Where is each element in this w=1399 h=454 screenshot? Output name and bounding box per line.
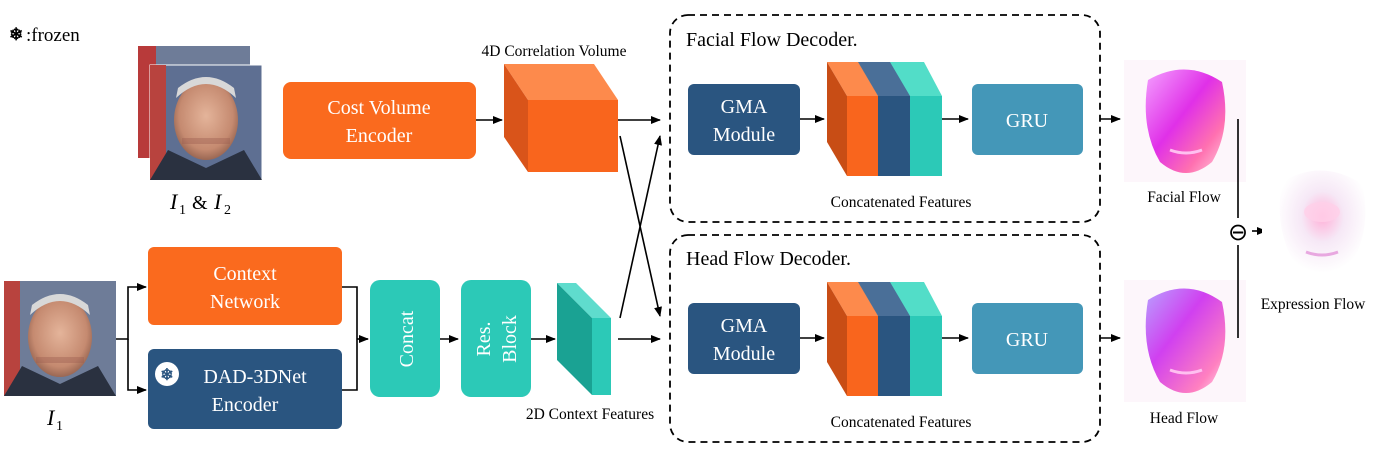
svg-text:Res.: Res. [473, 322, 495, 357]
svg-text:DAD-3DNet: DAD-3DNet [203, 366, 307, 388]
svg-text:Module: Module [713, 343, 775, 365]
gma-module: GMA Module [688, 84, 800, 155]
facial-flow-label: Facial Flow [1147, 189, 1221, 206]
svg-text:Encoder: Encoder [212, 394, 279, 416]
svg-text:GRU: GRU [1006, 110, 1049, 132]
facial-flow-image [1124, 60, 1246, 182]
svg-text:1: 1 [179, 203, 186, 218]
head-flow-image [1124, 280, 1246, 402]
svg-text:I: I [213, 189, 223, 214]
svg-text:Block: Block [499, 315, 521, 363]
snowflake-icon [155, 362, 179, 386]
svg-text:I: I [169, 189, 179, 214]
context-network-block: Context Network [148, 247, 342, 325]
input-image-pair [138, 46, 263, 181]
context-features-slab [557, 283, 611, 395]
concatenated-features-label: Concatenated Features [831, 414, 972, 431]
svg-text:2: 2 [224, 203, 231, 218]
legend: ❄ :frozen [9, 25, 80, 46]
svg-text:GRU: GRU [1006, 329, 1049, 351]
pair-label: I 1 & I 2 [169, 189, 231, 218]
head-decoder-panel: Head Flow Decoder. GMA Module GRU Concat… [669, 234, 1101, 443]
concat-block: Concat [370, 280, 440, 397]
svg-text:GMA: GMA [721, 96, 768, 118]
face-icon [28, 297, 92, 377]
svg-text:Cost Volume: Cost Volume [327, 97, 430, 119]
snowflake-glyph: ❄ [160, 367, 173, 384]
cost-volume-encoder-block: Cost Volume Encoder [283, 82, 476, 159]
concatenated-features-stack [827, 282, 942, 396]
gma-module: GMA Module [688, 303, 800, 374]
minus-operator-icon: ⊖ [1228, 218, 1248, 246]
svg-text:&: & [192, 192, 208, 214]
correlation-volume-label: 4D Correlation Volume [482, 43, 627, 60]
concatenated-features-stack [827, 62, 942, 176]
expression-flow-label: Expression Flow [1261, 296, 1366, 313]
svg-text:Concat: Concat [396, 310, 418, 367]
correlation-volume-cube [504, 64, 618, 172]
dad-encoder-block: ❄ DAD-3DNet Encoder [148, 349, 342, 429]
snowflake-icon: ❄ [9, 25, 23, 44]
legend-text: :frozen [26, 25, 80, 46]
single-label: I 1 [46, 405, 63, 434]
expression-flow-image [1262, 160, 1382, 280]
head-flow-label: Head Flow [1150, 410, 1219, 427]
gru-block: GRU [972, 84, 1083, 155]
svg-text:1: 1 [56, 419, 63, 434]
context-features-label: 2D Context Features [526, 406, 654, 423]
svg-text:Encoder: Encoder [346, 125, 413, 147]
facial-decoder-title: Facial Flow Decoder. [686, 29, 858, 51]
svg-text:Network: Network [210, 291, 280, 313]
concatenated-features-label: Concatenated Features [831, 194, 972, 211]
gru-block: GRU [972, 303, 1083, 374]
svg-text:Context: Context [213, 263, 277, 285]
facial-decoder-panel: Facial Flow Decoder. GMA Module GRU Conc… [669, 14, 1101, 223]
face-icon [174, 80, 238, 160]
svg-text:GMA: GMA [721, 315, 768, 337]
res-block: Res. Block [461, 280, 531, 397]
input-image-single [4, 281, 116, 396]
head-decoder-title: Head Flow Decoder. [686, 248, 851, 270]
svg-text:Module: Module [713, 124, 775, 146]
suit-shape [150, 150, 262, 180]
svg-text:I: I [46, 405, 56, 430]
